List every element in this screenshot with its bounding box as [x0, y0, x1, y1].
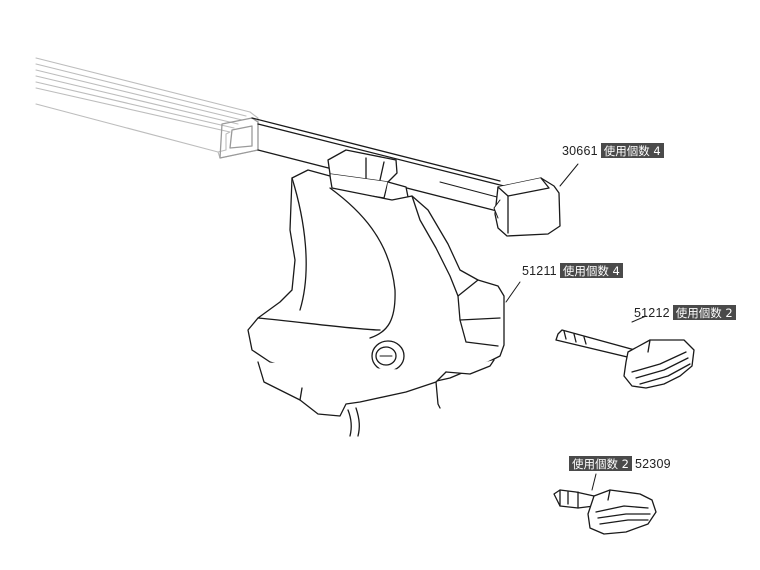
part-number: 51212: [634, 305, 670, 320]
end-cap-30661: [493, 177, 561, 237]
callout-t-bolt: 51212 使用個数 2: [634, 305, 736, 320]
callout-foot: 51211 使用個数 4: [522, 263, 623, 278]
callout-end-cap: 30661 使用個数 4: [562, 143, 664, 158]
foot-51211: [247, 149, 505, 437]
quantity-badge: 使用個数 4: [559, 263, 623, 278]
key-52309: [553, 489, 657, 535]
callout-key: 使用個数 2 52309: [569, 456, 671, 471]
quantity-badge: 使用個数 2: [569, 456, 632, 471]
part-number: 52309: [634, 456, 671, 471]
part-number: 30661: [562, 143, 598, 158]
load-bar: [35, 57, 505, 212]
part-number: 51211: [522, 263, 557, 278]
t-bolt-51212: [555, 329, 695, 389]
quantity-badge: 使用個数 2: [672, 305, 736, 320]
quantity-badge: 使用個数 4: [600, 143, 664, 158]
